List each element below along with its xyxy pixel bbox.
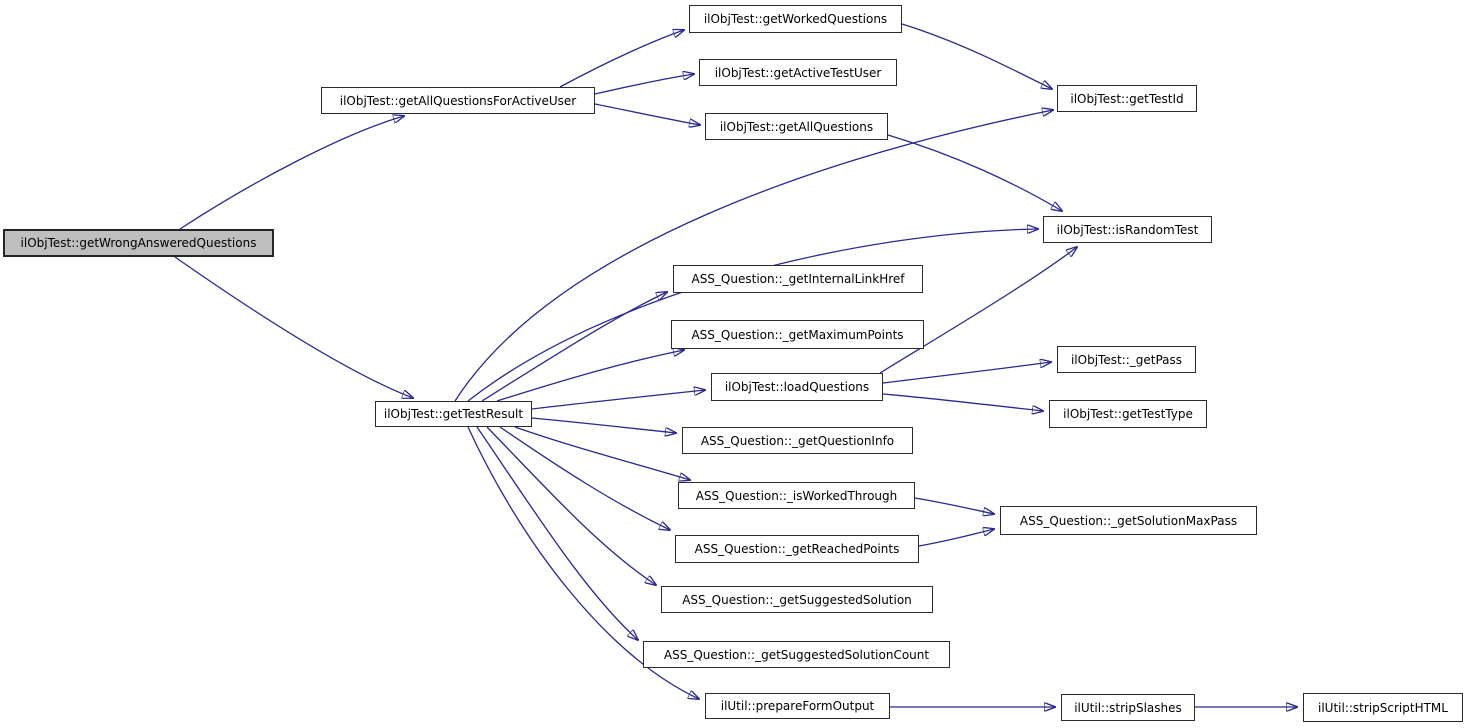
edge-getTestResult-isWorkedThrough [514,426,690,480]
node-getWrongAnsweredQuestions: ilObjTest::getWrongAnsweredQuestions [3,229,274,257]
edge-getTestResult-prepareFormOutput [467,426,699,699]
node-getWorkedQuestions[interactable]: ilObjTest::getWorkedQuestions [689,5,902,33]
node-prepareFormOutput[interactable]: ilUtil::prepareFormOutput [705,693,890,719]
edge-getTestResult-getQuestionInfo [531,417,676,433]
edge-isWorkedThrough-getSolutionMaxPass [914,497,994,514]
edge-getAllQuestions-isRandomTest [887,134,1062,211]
node-getSuggestedSolution[interactable]: ASS_Question::_getSuggestedSolution [661,586,933,613]
edge-getWrongAnsweredQuestions-getTestResult [174,256,413,398]
node-getAllQuestionsForActiveUser[interactable]: ilObjTest::getAllQuestionsForActiveUser [321,87,595,114]
node-isRandomTest[interactable]: ilObjTest::isRandomTest [1043,216,1212,243]
edge-getTestResult-getMaximumPoints [496,350,684,402]
node-getTestType[interactable]: ilObjTest::getTestType [1049,400,1207,428]
edge-loadQuestions-getPass [882,362,1051,384]
edge-getAllQuestionsForActiveUser-getWorkedQuestions [559,30,684,88]
edge-getAllQuestionsForActiveUser-getAllQuestions [594,103,700,125]
node-stripSlashes[interactable]: ilUtil::stripSlashes [1061,694,1195,721]
node-stripScriptHTML[interactable]: ilUtil::stripScriptHTML [1303,693,1463,722]
edge-getReachedPoints-getSolutionMaxPass [918,529,994,547]
node-getSolutionMaxPass[interactable]: ASS_Question::_getSolutionMaxPass [1000,506,1257,535]
node-isWorkedThrough[interactable]: ASS_Question::_isWorkedThrough [678,482,915,509]
edge-getWorkedQuestions-getTestId [901,23,1052,89]
node-getAllQuestions[interactable]: ilObjTest::getAllQuestions [705,113,888,140]
node-getSuggestedSolutionCount[interactable]: ASS_Question::_getSuggestedSolutionCount [643,641,950,668]
node-getTestId[interactable]: ilObjTest::getTestId [1057,85,1197,112]
node-getReachedPoints[interactable]: ASS_Question::_getReachedPoints [675,535,919,563]
node-getInternalLinkHref[interactable]: ASS_Question::_getInternalLinkHref [673,265,923,293]
edge-getTestResult-getReachedPoints [499,426,670,530]
edge-loadQuestions-isRandomTest [879,247,1077,374]
edge-getTestResult-getSuggestedSolution [486,426,656,585]
node-loadQuestions[interactable]: ilObjTest::loadQuestions [711,373,883,401]
node-getActiveTestUser[interactable]: ilObjTest::getActiveTestUser [699,59,897,86]
edge-getTestResult-getInternalLinkHref [481,292,667,402]
edge-getTestResult-getTestId [454,110,1053,402]
edge-getAllQuestionsForActiveUser-getActiveTestUser [594,74,694,95]
node-getPass[interactable]: ilObjTest::_getPass [1057,346,1196,373]
edge-loadQuestions-getTestType [882,393,1043,411]
edge-getTestResult-getSuggestedSolutionCount [476,426,638,640]
node-getQuestionInfo[interactable]: ASS_Question::_getQuestionInfo [682,427,913,454]
node-getTestResult[interactable]: ilObjTest::getTestResult [375,401,532,427]
edge-getWrongAnsweredQuestions-getAllQuestionsForActiveUser [179,116,404,230]
edge-getTestResult-loadQuestions [531,390,705,410]
node-getMaximumPoints[interactable]: ASS_Question::_getMaximumPoints [671,320,924,349]
